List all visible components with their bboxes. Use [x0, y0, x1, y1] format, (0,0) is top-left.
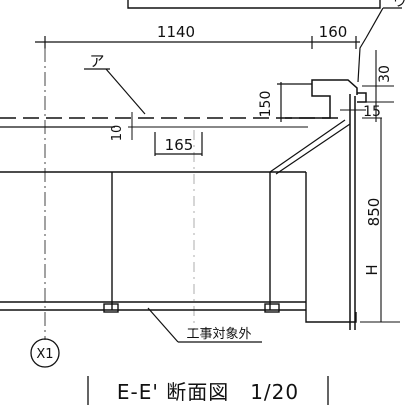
dim-850: 850 — [365, 198, 383, 227]
dim-150-text: 150 — [258, 91, 274, 118]
dim-160: 160 — [319, 23, 348, 41]
out-of-scope-label: 工事対象外 — [186, 327, 251, 342]
section-title: E-E' 断面図 1/20 — [117, 380, 299, 404]
dim-150 — [277, 82, 312, 122]
callout-u — [357, 7, 402, 83]
dim-165 — [154, 132, 203, 156]
main-section-box — [0, 171, 357, 323]
dim-30: 30 — [377, 65, 393, 83]
callout-u-label: ウ — [393, 0, 407, 10]
callout-a — [84, 68, 146, 115]
profile-flashing — [285, 79, 367, 330]
callout-a-label: ア — [89, 52, 104, 70]
out-of-scope-callout — [147, 307, 262, 343]
dim-vertical-right — [360, 118, 400, 323]
grid-bubble-x1 — [30, 338, 60, 368]
diagonal-brace — [269, 119, 351, 175]
dim-1140: 1140 — [157, 23, 195, 41]
dim-10: 10 — [110, 125, 125, 142]
right-dimensions — [340, 50, 394, 122]
dim-15: 15 — [363, 104, 381, 120]
dim-h: H — [363, 264, 381, 275]
grid-label-x1: X1 — [36, 347, 53, 362]
top-dimension — [35, 36, 360, 49]
top-frame-edge — [127, 0, 381, 9]
dim-165-text: 165 — [165, 136, 194, 154]
